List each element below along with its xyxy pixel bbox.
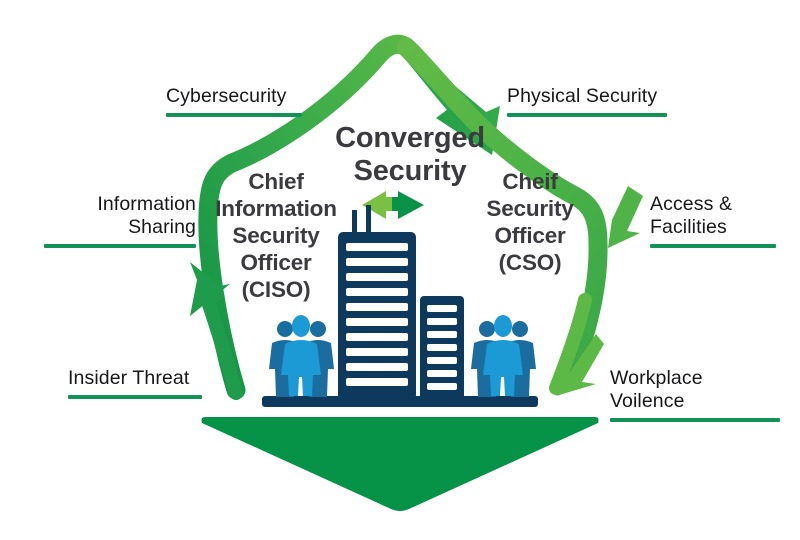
label-cybersecurity-underline	[166, 113, 302, 117]
label-access-facilities-text: Access & Facilities	[650, 193, 733, 238]
label-physical-security-underline	[507, 113, 667, 117]
convergence-double-arrow	[362, 191, 424, 219]
role-title-ciso: Chief Information Security Officer (CISO…	[215, 169, 337, 302]
label-workplace-violence-underline	[610, 418, 780, 422]
label-workplace-violence-text: Workplace Voilence	[610, 367, 703, 412]
label-cybersecurity-text: Cybersecurity	[166, 85, 287, 107]
label-cybersecurity: Cybersecurity	[166, 62, 302, 140]
label-information-sharing-underline	[44, 244, 196, 248]
center-heading: Converged Security	[335, 122, 485, 187]
label-insider-threat-underline	[68, 395, 202, 399]
shield-base-point	[201, 417, 599, 511]
label-access-facilities-underline	[650, 244, 776, 248]
secondary-tower-icon	[420, 296, 464, 400]
label-access-facilities: Access & Facilities	[650, 170, 776, 271]
label-physical-security: Physical Security	[507, 62, 667, 140]
role-title-cso: Cheif Security Officer (CSO)	[486, 169, 574, 275]
right-flow-arrow	[396, 37, 643, 396]
city-skyline	[338, 205, 464, 400]
label-information-sharing-text: Information Sharing	[97, 193, 196, 238]
label-workplace-violence: Workplace Voilence	[610, 344, 780, 445]
main-tower-icon	[338, 205, 416, 400]
people-group-left	[269, 315, 334, 397]
label-insider-threat: Insider Threat	[68, 344, 202, 422]
ground-bar	[262, 396, 538, 407]
label-information-sharing: Information Sharing	[44, 170, 196, 271]
label-insider-threat-text: Insider Threat	[68, 367, 190, 389]
label-physical-security-text: Physical Security	[507, 85, 658, 107]
people-group-right	[471, 315, 536, 397]
